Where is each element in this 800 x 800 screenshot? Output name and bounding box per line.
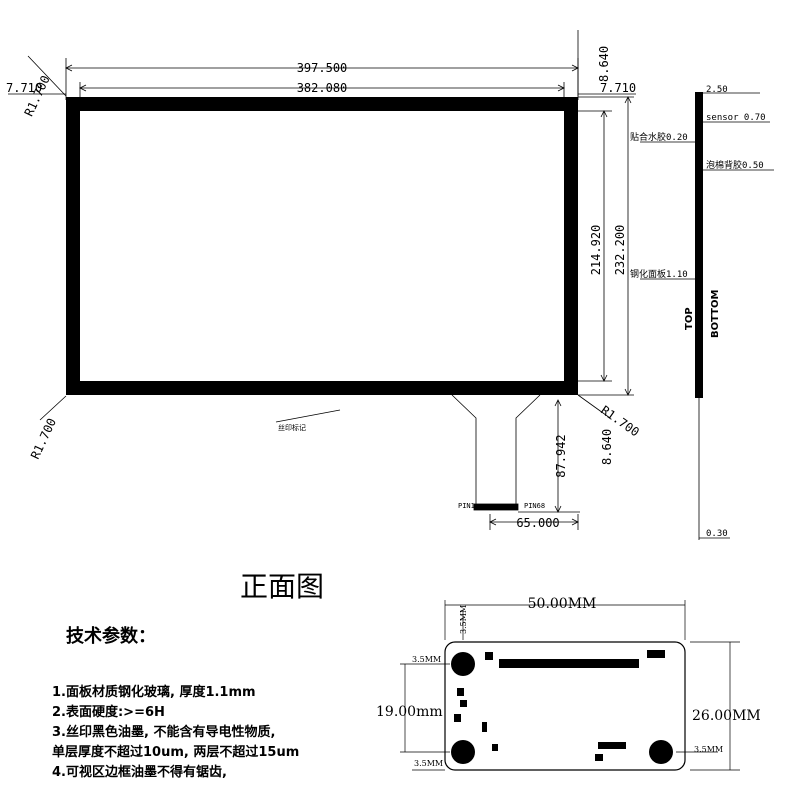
- bottom-margin-label: 8.640: [600, 429, 614, 465]
- viewing-width-label: 382.080: [297, 81, 348, 95]
- pcb-dimension-lines: [400, 600, 740, 771]
- pcb-margin-right-bottom: 3.5MM: [694, 745, 723, 754]
- dimension-lines-right: [39, 96, 634, 421]
- side-view: [640, 92, 774, 540]
- pcb-hole-spacing-label: 19.00mm: [376, 704, 443, 720]
- fpc-tail: [275, 394, 580, 530]
- spec-line-2: 2.表面硬度:>=6H: [52, 704, 165, 720]
- page-title: 正面图: [240, 570, 324, 603]
- side-bottom-value: 0.30: [706, 529, 728, 539]
- spec-line-4: 单层厚度不超过10um, 两层不超过15um: [52, 744, 299, 760]
- side-top-label: TOP: [684, 307, 695, 330]
- pcb-margin-bottom-left: 3.5MM: [414, 759, 443, 768]
- spec-line-5: 4.可视区边框油墨不得有锯齿,: [52, 764, 227, 780]
- viewing-height-label: 214.920: [589, 225, 603, 276]
- side-top-thickness: 2.50: [706, 85, 728, 95]
- panel-outline: [66, 97, 578, 395]
- overall-width-label: 397.500: [297, 61, 348, 75]
- silk-mark-label: 丝印标记: [278, 423, 306, 432]
- right-margin-label: 7.710: [600, 81, 636, 95]
- pin1-label: PIN1: [458, 502, 475, 510]
- side-sensor-label: sensor 0.70: [706, 113, 766, 123]
- top-margin-label: 8.640: [597, 46, 611, 82]
- pcb-margin-top: 3.5MM: [459, 605, 468, 634]
- pcb-margin-top-left: 3.5MM: [412, 655, 441, 664]
- side-tempered-panel-label: 钢化面板1.10: [630, 268, 688, 280]
- side-water-glue-label: 贴合水胶0.20: [630, 131, 688, 143]
- overall-height-label: 232.200: [613, 225, 627, 276]
- side-bottom-label: BOTTOM: [710, 290, 721, 338]
- dimension-lines-top: [8, 30, 636, 100]
- spec-line-3: 3.丝印黑色油墨, 不能含有导电性物质,: [52, 724, 275, 740]
- tech-heading: 技术参数：: [66, 625, 156, 647]
- spec-line-1: 1.面板材质钢化玻璃, 厚度1.1mm: [52, 684, 256, 700]
- left-margin-label: 7.710: [6, 81, 42, 95]
- pcb-width-label: 50.00MM: [528, 596, 597, 612]
- fpc-length-label: 87.942: [554, 434, 568, 477]
- pcb-drawing: [444, 641, 686, 771]
- fpc-offset-label: 65.000: [516, 516, 559, 530]
- radius-bottom-left-label: R1.700: [28, 416, 59, 461]
- pin68-label: PIN68: [524, 502, 545, 510]
- side-foam-tape-label: 泡棉背胶0.50: [706, 159, 764, 171]
- pcb-height-label: 26.00MM: [692, 708, 761, 724]
